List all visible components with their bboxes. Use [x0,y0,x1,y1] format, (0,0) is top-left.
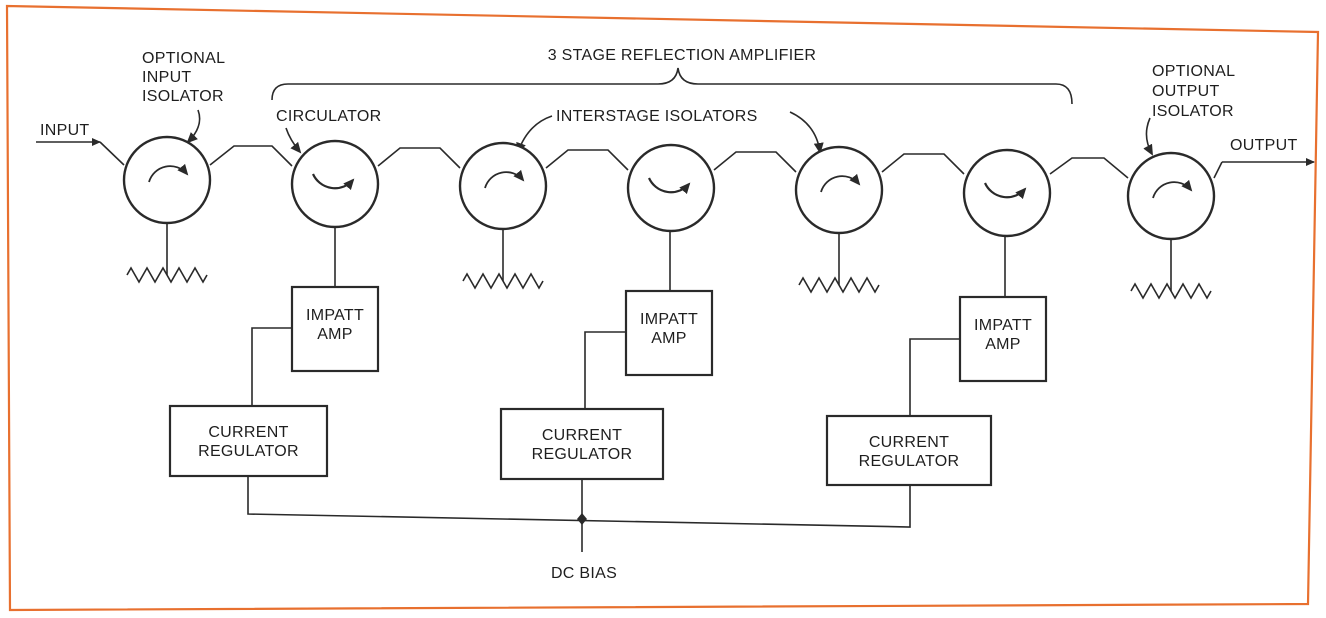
circulator-icon [647,177,691,195]
load-resistor-icon [798,233,880,294]
circulator [290,139,380,229]
load-resistor-icon [1130,239,1212,300]
circulator [626,143,716,233]
amplifier-brace [271,67,1073,105]
dc-bias-label: DC BIAS [551,565,617,582]
isolator-icon [820,173,861,193]
isolator [458,141,548,290]
interstage-pointer-left [516,115,553,154]
output-label: OUTPUT [1230,137,1298,154]
diagram-title: 3 STAGE REFLECTION AMPLIFIER [548,47,817,64]
isolator-icon [1152,179,1193,199]
interstage-isolators-label: INTERSTAGE ISOLATORS [556,108,758,125]
isolator-icon [484,169,525,189]
optional-output-isolator-label: OPTIONAL OUTPUT ISOLATOR [1152,63,1239,120]
optional-input-isolator-pointer [186,109,201,144]
optional-output-isolator-pointer [1143,117,1153,156]
circulator-pointer [285,127,302,154]
optional-input-isolator-label: OPTIONAL INPUT ISOLATOR [142,50,229,105]
circulator-icon [983,182,1027,200]
interstage-pointer-right [789,111,824,154]
circulator-label: CIRCULATOR [276,108,382,125]
load-resistor-icon [462,229,544,290]
signal-line [99,141,1223,179]
isolator [1126,151,1216,300]
circulator-icon [311,173,355,191]
frame-border [5,4,1320,612]
load-resistor-icon [126,223,208,284]
isolator [122,135,212,284]
component-chain [122,135,1216,300]
circulator [962,148,1052,238]
isolator [794,145,884,294]
input-label: INPUT [40,122,90,139]
isolator-icon [148,163,189,183]
bias-network [247,227,1006,552]
